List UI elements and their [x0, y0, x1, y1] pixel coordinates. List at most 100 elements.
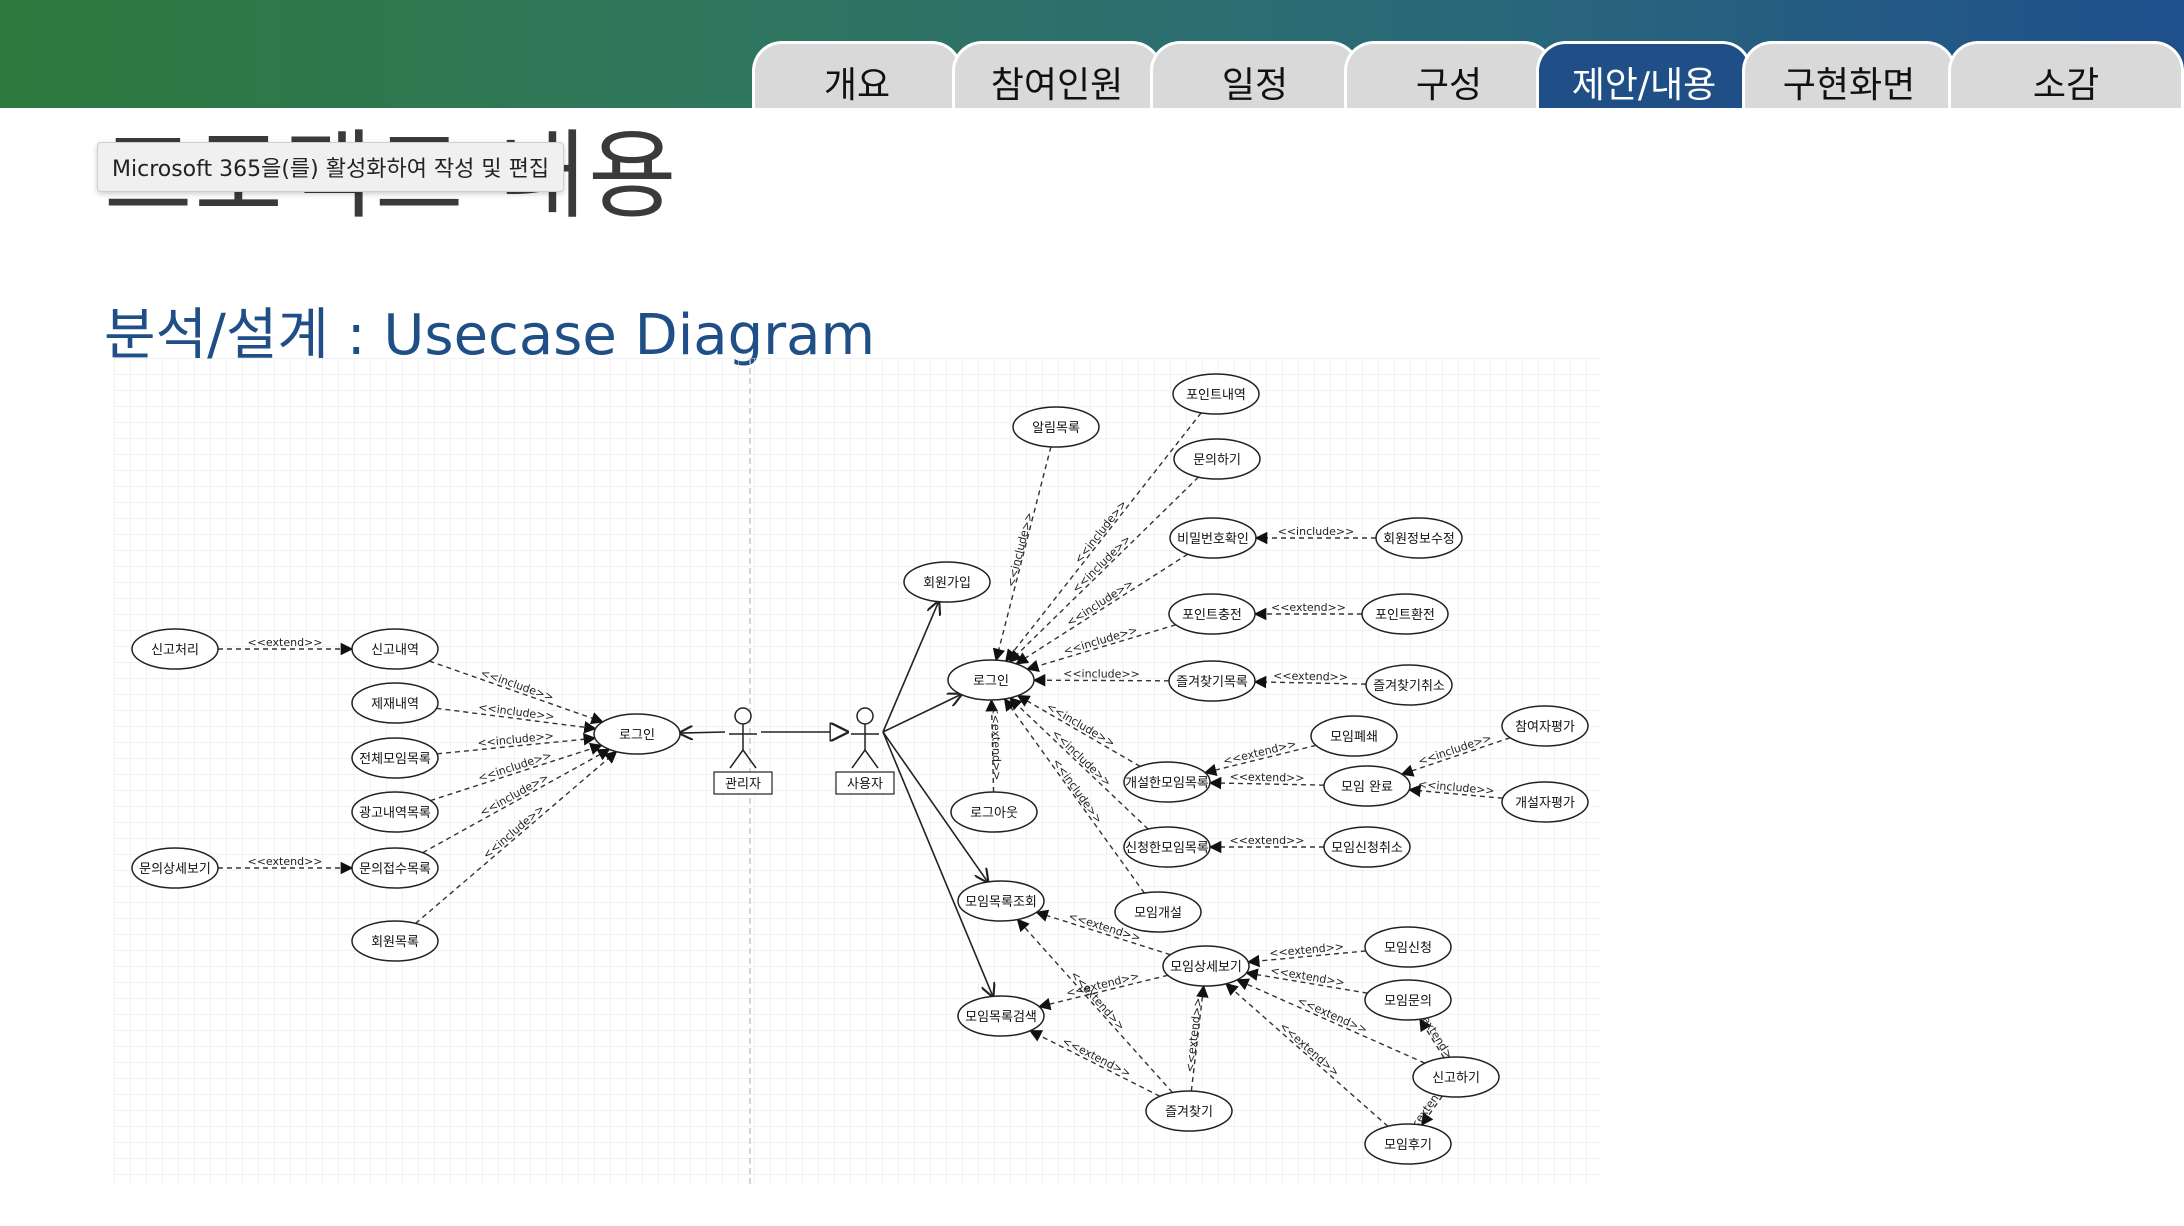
usecase-label: 모임폐쇄: [1330, 730, 1378, 745]
dependency-arrow: [1028, 1030, 1161, 1097]
dependency-label: <<extend>>: [1271, 601, 1346, 614]
usecase-ellipse: [351, 682, 439, 724]
tab-screens[interactable]: 구현화면: [1742, 41, 1956, 108]
dependency-label: <<extend>>: [248, 855, 323, 868]
association-line: [882, 731, 988, 882]
usecase-label: 모임상세보기: [1170, 960, 1242, 975]
usecase-label: 전체모임목록: [359, 752, 431, 767]
activation-tooltip: Microsoft 365을(를) 활성화하여 작성 및 편집: [97, 142, 565, 192]
usecase-label: 개설자평가: [1515, 796, 1575, 811]
usecase-label: 로그아웃: [970, 806, 1018, 821]
actor-label: 사용자: [847, 777, 883, 792]
tab-proposal[interactable]: 제안/내용: [1536, 41, 1752, 108]
dependency-arrow: [1253, 675, 1367, 689]
usecase-label: 문의상세보기: [139, 862, 211, 877]
dependency-arrow: [1032, 673, 1170, 687]
usecase-label: 모임후기: [1384, 1138, 1432, 1153]
usecase-label: 포인트내역: [1186, 388, 1246, 403]
dependency-label: <<extend>>: [1229, 770, 1304, 784]
tab-structure[interactable]: 구성: [1344, 41, 1554, 108]
usecase-label: 로그인: [973, 674, 1009, 689]
usecase-label: 회원정보수정: [1383, 532, 1455, 547]
usecase-ellipse: [1364, 979, 1452, 1021]
usecase-ellipse: [1323, 826, 1411, 868]
dependency-arrow: [1037, 974, 1169, 1011]
usecase-label: 포인트충전: [1182, 608, 1242, 623]
tab-bar: 개요 참여인원 일정 구성 제안/내용 구현화면 소감: [752, 41, 2184, 108]
usecase-ellipse: [1169, 517, 1257, 559]
tab-review[interactable]: 소감: [1948, 41, 2184, 108]
usecase-ellipse: [131, 628, 219, 670]
actor-figure: [729, 707, 757, 769]
tab-members[interactable]: 참여인원: [952, 41, 1162, 108]
usecase-label: 알림목록: [1032, 421, 1080, 436]
usecase-label: 신고처리: [151, 643, 199, 658]
actor-label-box: [713, 771, 773, 795]
dependency-arrow: [1400, 737, 1511, 777]
dependency-arrow: [1004, 412, 1202, 663]
association-line: [882, 694, 961, 733]
usecase-label: 모임개설: [1134, 906, 1182, 921]
usecase-ellipse: [351, 737, 439, 779]
usecase-label: 회원목록: [371, 935, 419, 950]
dependency-arrow: [1407, 784, 1503, 799]
dependency-arrow: [992, 446, 1052, 662]
dependency-arrow: [985, 698, 999, 793]
usecase-label: 모임문의: [1384, 994, 1432, 1009]
usecase-label: 모임신청: [1384, 941, 1432, 956]
usecase-label: 참여자평가: [1515, 720, 1575, 735]
association-line: [680, 732, 726, 733]
usecase-label: 포인트환전: [1375, 608, 1435, 623]
actor-figure: [851, 707, 879, 769]
usecase-ellipse: [1123, 761, 1211, 803]
usecase-ellipse: [1114, 891, 1202, 933]
dependency-arrow: [429, 660, 604, 725]
dependency-arrow: [415, 750, 618, 924]
usecase-label: 즐겨찾기목록: [1176, 675, 1248, 690]
usecase-label: 즐겨찾기: [1165, 1105, 1213, 1120]
dependency-arrow: [1246, 950, 1366, 968]
usecase-ellipse: [957, 880, 1045, 922]
dependency-arrow: [1025, 624, 1177, 672]
actor-label-box: [835, 771, 895, 795]
usecase-label: 문의하기: [1193, 453, 1241, 468]
usecase-label: 신청한모임목록: [1125, 841, 1209, 856]
dependency-arrow: [430, 742, 603, 802]
dependency-arrow: [1235, 978, 1426, 1064]
association-line: [882, 731, 993, 996]
dependency-label: <<include>>: [1063, 667, 1140, 680]
usecase-ellipse: [1172, 373, 1260, 415]
tab-schedule[interactable]: 일정: [1150, 41, 1360, 108]
usecase-label: 회원가입: [923, 576, 971, 591]
usecase-ellipse: [351, 920, 439, 962]
usecase-ellipse: [593, 713, 681, 755]
usecase-ellipse: [1412, 1056, 1500, 1098]
usecase-label: 모임목록조회: [965, 895, 1037, 910]
usecase-label: 제재내역: [371, 697, 419, 712]
usecase-ellipse: [1168, 660, 1256, 702]
dependency-label: <<extend>>: [989, 705, 1004, 780]
usecase-ellipse: [1173, 438, 1261, 480]
usecase-label: 모임신청취소: [1331, 841, 1403, 856]
usecase-label: 신고하기: [1432, 1071, 1480, 1086]
dependency-arrow: [1035, 909, 1171, 956]
usecase-ellipse: [1375, 517, 1463, 559]
usecase-ellipse: [351, 628, 439, 670]
usecase-label: 신고내역: [371, 643, 419, 658]
dependency-label: <<extend>>: [248, 636, 323, 649]
usecase-ellipse: [1364, 1123, 1452, 1165]
dependency-arrow: [1203, 744, 1317, 777]
tab-overview[interactable]: 개요: [752, 41, 962, 108]
section-subtitle: 분석/설계 : Usecase Diagram: [104, 303, 876, 368]
usecase-ellipse: [351, 847, 439, 889]
usecase-ellipse: [1323, 765, 1411, 807]
dependency-arrow: [1003, 697, 1145, 894]
dependency-arrow: [1016, 918, 1173, 1094]
dependency-arrow: [1208, 776, 1325, 790]
usecase-label: 비밀번호확인: [1177, 532, 1249, 547]
usecase-ellipse: [1365, 664, 1453, 706]
dependency-label: <<extend>>: [1273, 669, 1348, 684]
usecase-label: 모임목록검색: [965, 1010, 1037, 1025]
usecase-ellipse: [1123, 826, 1211, 868]
usecase-ellipse: [131, 847, 219, 889]
